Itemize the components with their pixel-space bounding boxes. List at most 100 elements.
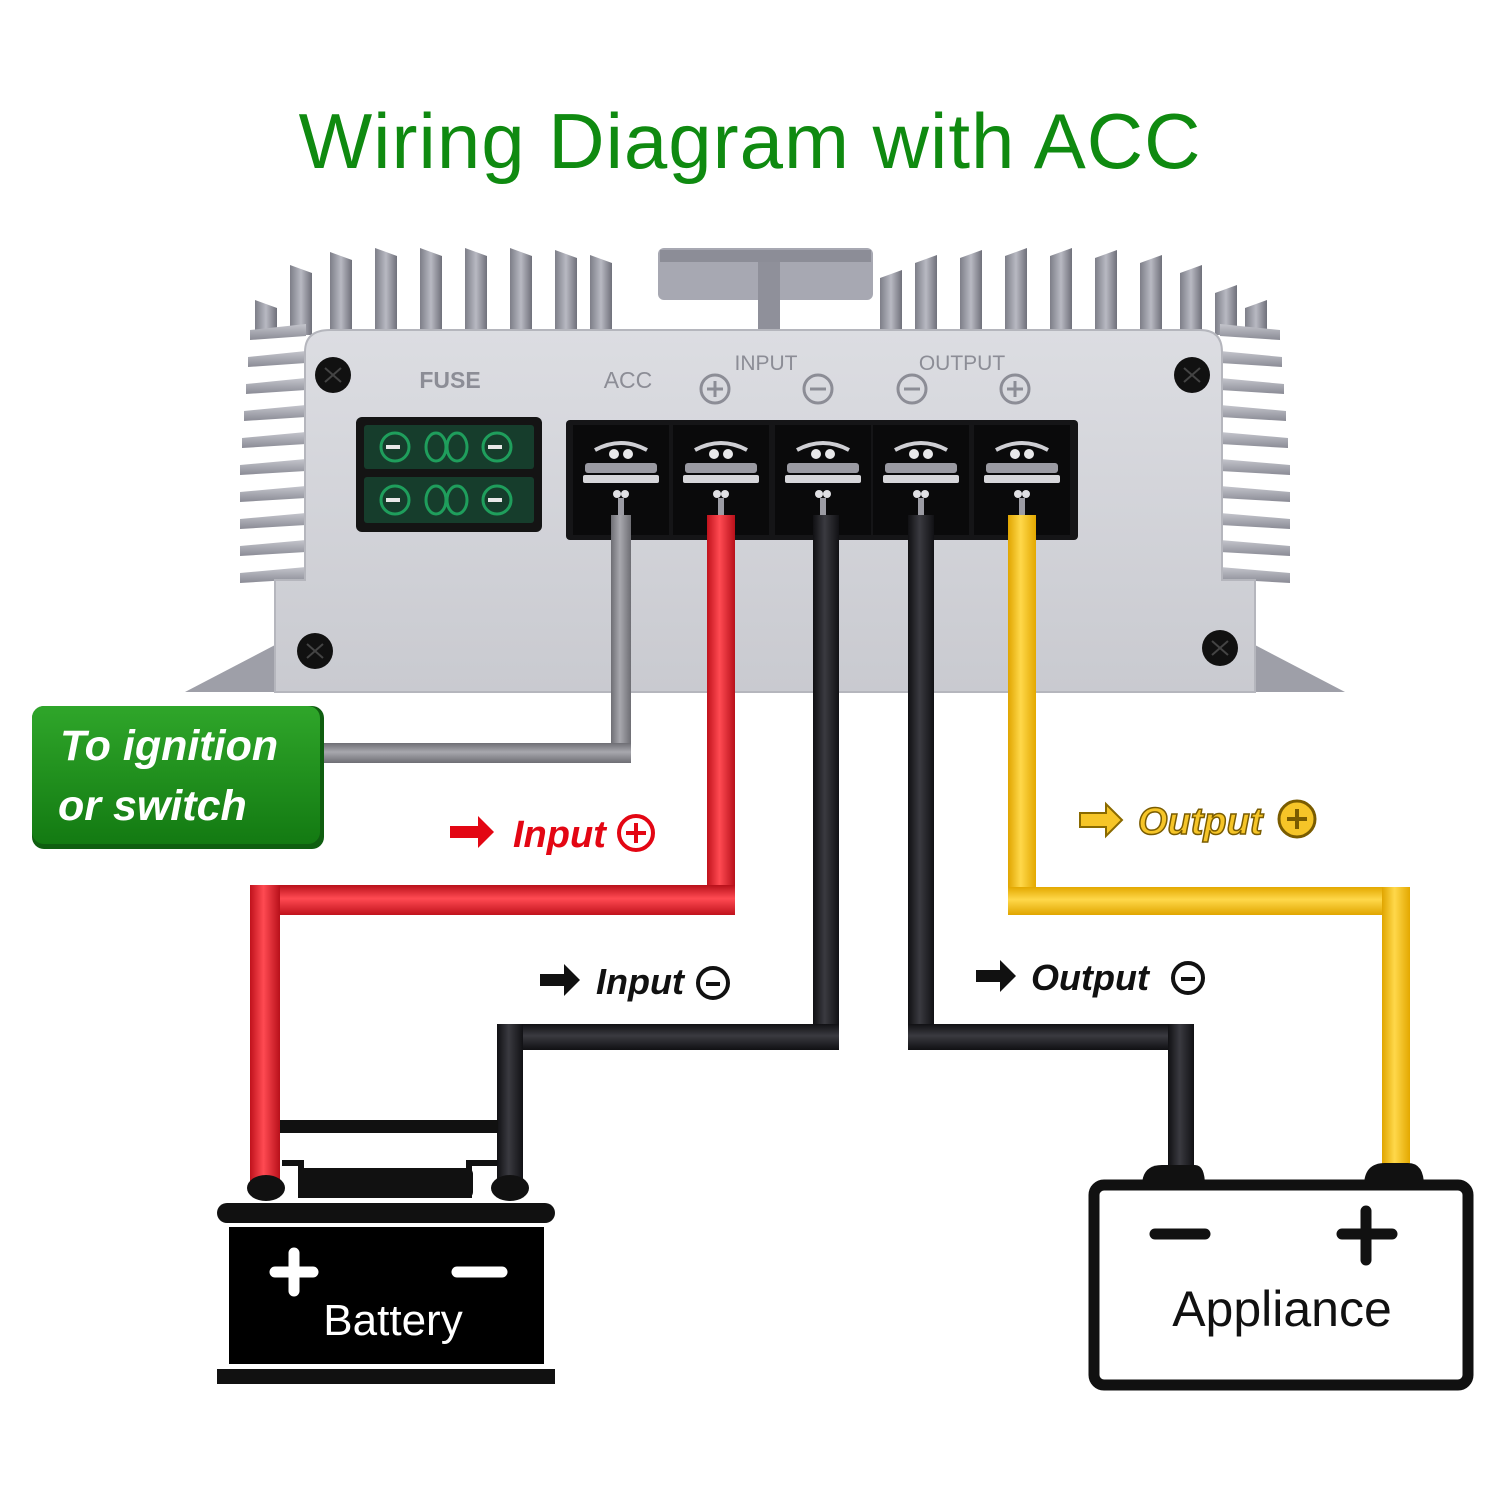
heatsink-fin <box>240 540 306 556</box>
heatsink-fin <box>330 252 352 335</box>
heatsink-fin <box>1220 513 1290 529</box>
washer <box>787 463 859 473</box>
screw-top-right <box>1174 357 1210 393</box>
washer <box>885 463 957 473</box>
heatsink-fin <box>240 513 306 529</box>
minus-circle-icon <box>696 966 730 1000</box>
wire-strand <box>618 498 624 518</box>
screw-bottom-right <box>1202 630 1238 666</box>
heatsink-fin <box>290 265 312 335</box>
heatsink-fin <box>1220 351 1282 367</box>
screw-head <box>594 441 648 452</box>
heatsink-fin <box>1140 255 1162 335</box>
heatsink-fin <box>240 486 306 502</box>
wire-input-negative <box>497 515 839 1184</box>
heatsink-fin <box>1245 300 1267 335</box>
battery-handle <box>280 1120 498 1133</box>
heatsink-fin <box>375 248 397 335</box>
wire-acc <box>320 515 631 763</box>
heatsink-fin <box>1220 486 1290 502</box>
battery-cap <box>298 1168 473 1198</box>
heatsink-fin <box>255 300 277 335</box>
heatsink-fin <box>880 270 902 335</box>
heatsink-fin <box>555 250 577 335</box>
heatsink-fin <box>1220 405 1286 421</box>
appliance-label: Appliance <box>1172 1281 1392 1337</box>
wire-strand <box>718 498 724 518</box>
heatsink-fin <box>1095 250 1117 335</box>
appliance: Appliance <box>1088 1163 1474 1391</box>
heatsink-fins-top-left <box>255 248 612 335</box>
heatsink-fin <box>1050 248 1072 335</box>
battery-terminal-negative <box>491 1175 529 1201</box>
panel-plus-symbol-icon <box>999 373 1031 405</box>
heatsink-fins-side-left <box>240 324 306 583</box>
plus-circle-icon <box>617 814 655 852</box>
screw-head <box>995 441 1049 452</box>
ignition-switch-box: To ignition or switch <box>32 706 324 849</box>
screw-top-left <box>315 357 351 393</box>
input-label: INPUT <box>735 352 798 375</box>
wire-strand <box>820 498 826 518</box>
heatsink-fins-top-right <box>880 248 1267 335</box>
label-text: Input <box>596 961 686 1002</box>
plus-icon <box>1336 1205 1398 1266</box>
label-output-negative: Output <box>976 957 1205 998</box>
wires <box>250 515 1410 1185</box>
mounting-bracket <box>658 248 873 337</box>
heatsink-fin <box>244 405 306 421</box>
battery-body <box>229 1227 544 1364</box>
heatsink-fin <box>242 432 306 448</box>
screw-head <box>796 441 850 452</box>
washer <box>986 463 1058 473</box>
dc-converter-device: FUSE ACC INPUT OUTPUT <box>185 248 1345 693</box>
arrow-right-icon <box>976 960 1016 992</box>
battery-base <box>217 1369 555 1384</box>
heatsink-fin <box>250 324 306 340</box>
heatsink-fin <box>590 255 612 335</box>
heatsink-fin <box>1220 378 1284 394</box>
heatsink-fin <box>1215 285 1237 335</box>
washer <box>685 463 757 473</box>
fuse-holder <box>356 417 542 532</box>
battery-lid <box>217 1203 555 1223</box>
heatsink-fin <box>1180 265 1202 335</box>
heatsink-fin <box>1220 432 1288 448</box>
heatsink-fin <box>1005 248 1027 335</box>
arrow-right-icon <box>450 816 494 848</box>
label-text: Output <box>1031 957 1151 998</box>
label-output-positive: Output <box>1079 799 1317 844</box>
wire-strand <box>918 498 924 518</box>
heatsink-fin <box>1220 459 1290 475</box>
heatsink-fin <box>1220 324 1280 340</box>
wire-output-positive <box>1008 515 1410 1172</box>
left-flange <box>185 645 275 692</box>
heatsink-fin <box>248 351 306 367</box>
acc-label: ACC <box>604 367 653 393</box>
heatsink-fin <box>915 255 937 335</box>
heatsink-fins-side-right <box>1220 324 1290 583</box>
screw-head <box>694 441 748 452</box>
panel-plus-symbol-icon <box>699 373 731 405</box>
wire-output-negative <box>908 515 1194 1174</box>
heatsink-fin <box>510 248 532 335</box>
screw-head <box>894 441 948 452</box>
panel-polarity-symbols <box>699 373 1031 405</box>
heatsink-fin <box>420 248 442 335</box>
screw-bottom-left <box>297 633 333 669</box>
arrow-right-icon <box>540 964 580 996</box>
wire-strand <box>1019 498 1025 518</box>
right-flange <box>1255 645 1345 692</box>
heatsink-fin <box>246 378 306 394</box>
heatsink-fin <box>240 459 306 475</box>
battery-label: Battery <box>323 1296 462 1345</box>
ignition-label-line1: To ignition <box>60 722 278 770</box>
panel-minus-symbol-icon <box>896 373 928 405</box>
battery: Battery <box>217 1120 555 1384</box>
output-label: OUTPUT <box>919 352 1006 375</box>
wire-input-positive <box>250 515 735 1185</box>
label-input-negative: Input <box>540 961 730 1002</box>
washer <box>585 463 657 473</box>
